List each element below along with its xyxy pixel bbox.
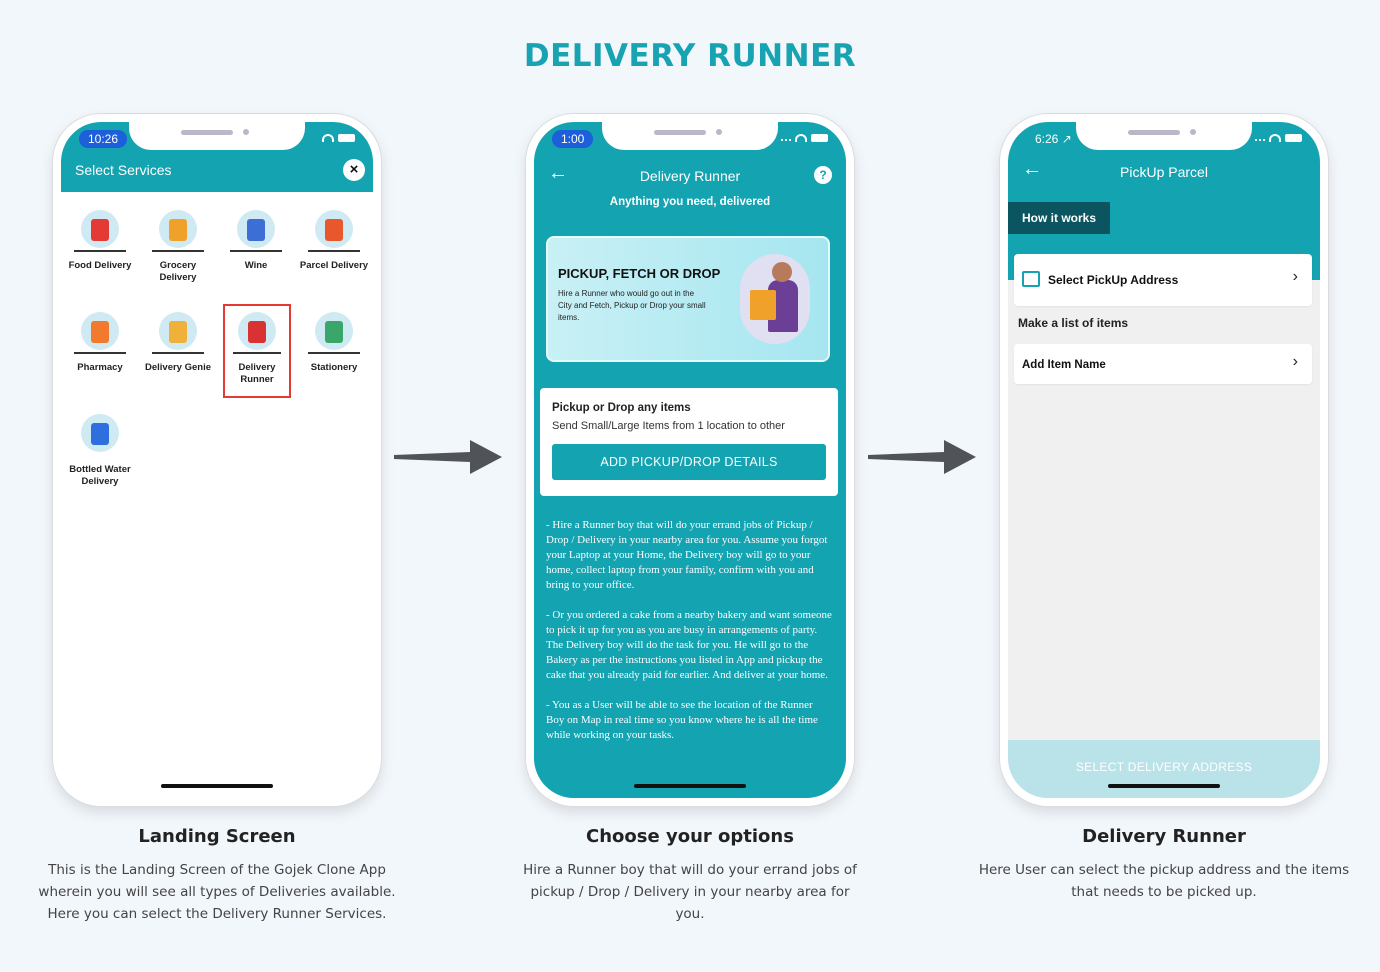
- service-bottled-water-delivery[interactable]: Bottled Water Delivery: [65, 414, 135, 488]
- help-icon[interactable]: ?: [814, 166, 832, 184]
- banner-text: Hire a Runner who would go out in the Ci…: [558, 289, 706, 322]
- service-food-delivery[interactable]: Food Delivery: [65, 210, 135, 272]
- service-parcel-delivery[interactable]: Parcel Delivery: [299, 210, 369, 272]
- screen: 6:26 ↗ ← PickUp Parcel How it works Sele…: [1008, 122, 1320, 798]
- screen: Select Services × 10:26 Food Delivery Gr…: [61, 122, 373, 798]
- select-pickup-address-row[interactable]: Select PickUp Address ›: [1014, 254, 1312, 306]
- service-label: Stationery: [310, 362, 358, 373]
- page-title: DELIVERY RUNNER: [523, 38, 857, 74]
- parcel-icon: [325, 219, 343, 241]
- back-arrow-icon[interactable]: ←: [1022, 158, 1042, 180]
- runner-illustration-icon: [740, 254, 810, 344]
- back-arrow-icon[interactable]: ←: [548, 162, 568, 184]
- add-pickup-drop-button[interactable]: ADD PICKUP/DROP DETAILS: [552, 444, 826, 480]
- header-title: Select Services: [75, 162, 172, 178]
- service-grocery-delivery[interactable]: Grocery Delivery: [143, 210, 213, 284]
- caption-landing: Landing Screen This is the Landing Scree…: [27, 826, 407, 925]
- description-paragraph: - You as a User will be able to see the …: [546, 699, 818, 741]
- description-paragraph: - Hire a Runner boy that will do your er…: [546, 519, 828, 591]
- grocery-icon: [169, 219, 187, 241]
- screen-title: Delivery Runner: [639, 168, 741, 184]
- row-label: Select PickUp Address: [1048, 273, 1179, 287]
- home-indicator: [161, 784, 273, 788]
- store-icon: [1022, 271, 1040, 287]
- service-stationery[interactable]: Stationery: [299, 312, 369, 374]
- screen-subtitle: Anything you need, delivered: [609, 196, 771, 208]
- caption-title: Delivery Runner: [1082, 826, 1246, 847]
- caption-delivery-runner: Delivery Runner Here User can select the…: [974, 826, 1354, 903]
- status-time: 1:00: [552, 130, 594, 148]
- genie-icon: [169, 321, 187, 343]
- caption-text: Here User can select the pickup address …: [978, 862, 1350, 900]
- water-icon: [91, 423, 109, 445]
- phone-delivery-runner: 6:26 ↗ ← PickUp Parcel How it works Sele…: [1000, 114, 1328, 806]
- service-delivery-genie[interactable]: Delivery Genie: [143, 312, 213, 374]
- pharmacy-icon: [91, 321, 109, 343]
- home-indicator: [634, 784, 746, 788]
- screen: 1:00 ← Delivery Runner ? Anything you ne…: [534, 122, 846, 798]
- service-delivery-runner[interactable]: Delivery Runner: [223, 304, 291, 398]
- caption-title: Landing Screen: [138, 826, 296, 847]
- description-paragraph: - Or you ordered a cake from a nearby ba…: [546, 609, 832, 681]
- wine-icon: [247, 219, 265, 241]
- runner-icon: [248, 321, 266, 343]
- phone-choose-options: 1:00 ← Delivery Runner ? Anything you ne…: [526, 114, 854, 806]
- service-label: Parcel Delivery: [299, 260, 369, 271]
- card-subtext: Send Small/Large Items from 1 location t…: [552, 420, 785, 432]
- service-wine[interactable]: Wine: [221, 210, 291, 272]
- service-label: Food Delivery: [68, 260, 132, 271]
- service-pharmacy[interactable]: Pharmacy: [65, 312, 135, 374]
- add-item-name-row[interactable]: Add Item Name ›: [1014, 344, 1312, 384]
- caption-text: Hire a Runner boy that will do your erra…: [523, 862, 857, 922]
- row-label: Add Item Name: [1022, 359, 1106, 371]
- notch: [1076, 122, 1252, 150]
- card-heading: Pickup or Drop any items: [552, 402, 691, 414]
- chevron-right-icon: ›: [1292, 353, 1298, 370]
- status-time: 10:26: [79, 130, 128, 148]
- service-label: Bottled Water Delivery: [69, 464, 131, 487]
- stationery-icon: [325, 321, 343, 343]
- notch: [602, 122, 778, 150]
- arrow-right-icon: [394, 440, 502, 474]
- caption-text: This is the Landing Screen of the Gojek …: [38, 862, 396, 922]
- section-label: Make a list of items: [1018, 316, 1129, 330]
- arrow-right-icon: [868, 440, 976, 474]
- chevron-right-icon: ›: [1292, 268, 1298, 285]
- promo-banner: PICKUP, FETCH OR DROP Hire a Runner who …: [546, 236, 830, 362]
- home-indicator: [1108, 784, 1220, 788]
- service-label: Grocery Delivery: [159, 260, 197, 283]
- status-time: 6:26 ↗: [1035, 132, 1072, 146]
- banner-heading: PICKUP, FETCH OR DROP: [558, 266, 721, 281]
- how-it-works-button[interactable]: How it works: [1008, 202, 1111, 234]
- status-icons: [1255, 134, 1302, 142]
- service-label: Delivery Runner: [238, 362, 276, 385]
- pickup-drop-card: Pickup or Drop any items Send Small/Larg…: [540, 388, 838, 496]
- status-icons: [781, 134, 828, 142]
- service-label: Wine: [244, 260, 268, 271]
- status-icons: [322, 134, 355, 142]
- caption-choose-options: Choose your options Hire a Runner boy th…: [500, 826, 880, 925]
- food-icon: [91, 219, 109, 241]
- service-label: Pharmacy: [77, 362, 123, 373]
- caption-title: Choose your options: [586, 826, 794, 847]
- phone-landing-screen: Select Services × 10:26 Food Delivery Gr…: [53, 114, 381, 806]
- service-label: Delivery Genie: [144, 362, 211, 373]
- description: - Hire a Runner boy that will do your er…: [546, 518, 832, 758]
- notch: [129, 122, 305, 150]
- select-delivery-address-button[interactable]: SELECT DELIVERY ADDRESS: [1008, 740, 1320, 798]
- screen-title: PickUp Parcel: [1120, 164, 1208, 180]
- close-icon[interactable]: ×: [343, 159, 365, 181]
